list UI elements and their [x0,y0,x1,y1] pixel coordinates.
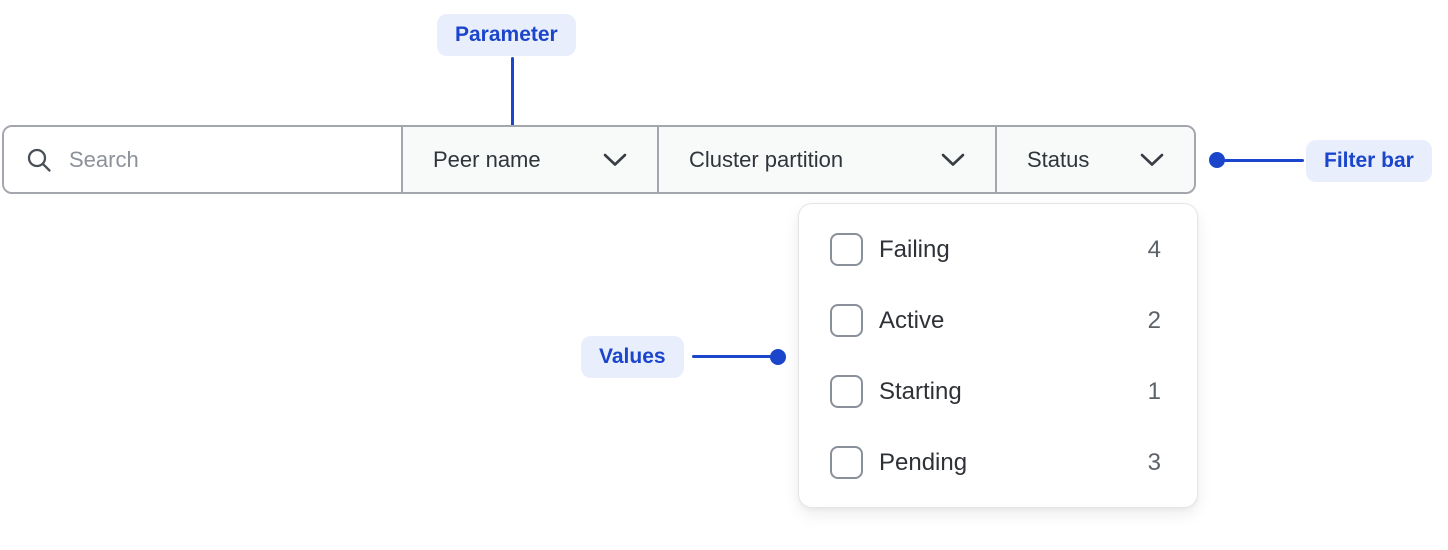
option-label: Pending [879,448,968,476]
chevron-down-icon [603,153,627,166]
values-annotation-badge: Values [581,336,684,378]
filter-bar-connector-line [1224,159,1304,162]
dropdown-peer-name[interactable]: Peer name [401,127,657,192]
filter-bar-connector-dot [1209,152,1225,168]
chevron-down-icon [941,153,965,166]
status-option-starting[interactable]: Starting 1 [799,356,1197,427]
status-option-active[interactable]: Active 2 [799,285,1197,356]
status-values-menu: Failing 4 Active 2 Starting 1 Pending 3 [798,203,1198,508]
checkbox-active[interactable] [830,304,863,337]
option-count: 2 [1147,306,1161,334]
checkbox-failing[interactable] [830,233,863,266]
chevron-down-icon [1140,153,1164,166]
search-field[interactable] [4,127,401,192]
parameter-annotation-badge: Parameter [437,14,576,56]
dropdown-status-label: Status [1027,146,1090,172]
option-count: 1 [1147,377,1161,405]
parameter-connector-line [511,57,514,135]
status-option-failing[interactable]: Failing 4 [799,214,1197,285]
option-count: 3 [1147,448,1161,476]
option-label: Failing [879,235,950,263]
option-label: Starting [879,377,962,405]
option-count: 4 [1147,235,1161,263]
search-icon [27,148,51,172]
checkbox-starting[interactable] [830,375,863,408]
status-option-pending[interactable]: Pending 3 [799,427,1197,498]
dropdown-cluster-partition[interactable]: Cluster partition [657,127,995,192]
dropdown-cluster-partition-label: Cluster partition [689,146,844,172]
checkbox-pending[interactable] [830,446,863,479]
option-label: Active [879,306,945,334]
values-connector-dot [770,349,786,365]
dropdown-peer-name-label: Peer name [433,146,541,172]
dropdown-status[interactable]: Status [995,127,1194,192]
filter-bar-annotation-badge: Filter bar [1306,140,1432,182]
values-connector-line [692,355,772,358]
search-input[interactable] [69,146,381,173]
filter-bar: Peer name Cluster partition Status [2,125,1196,194]
